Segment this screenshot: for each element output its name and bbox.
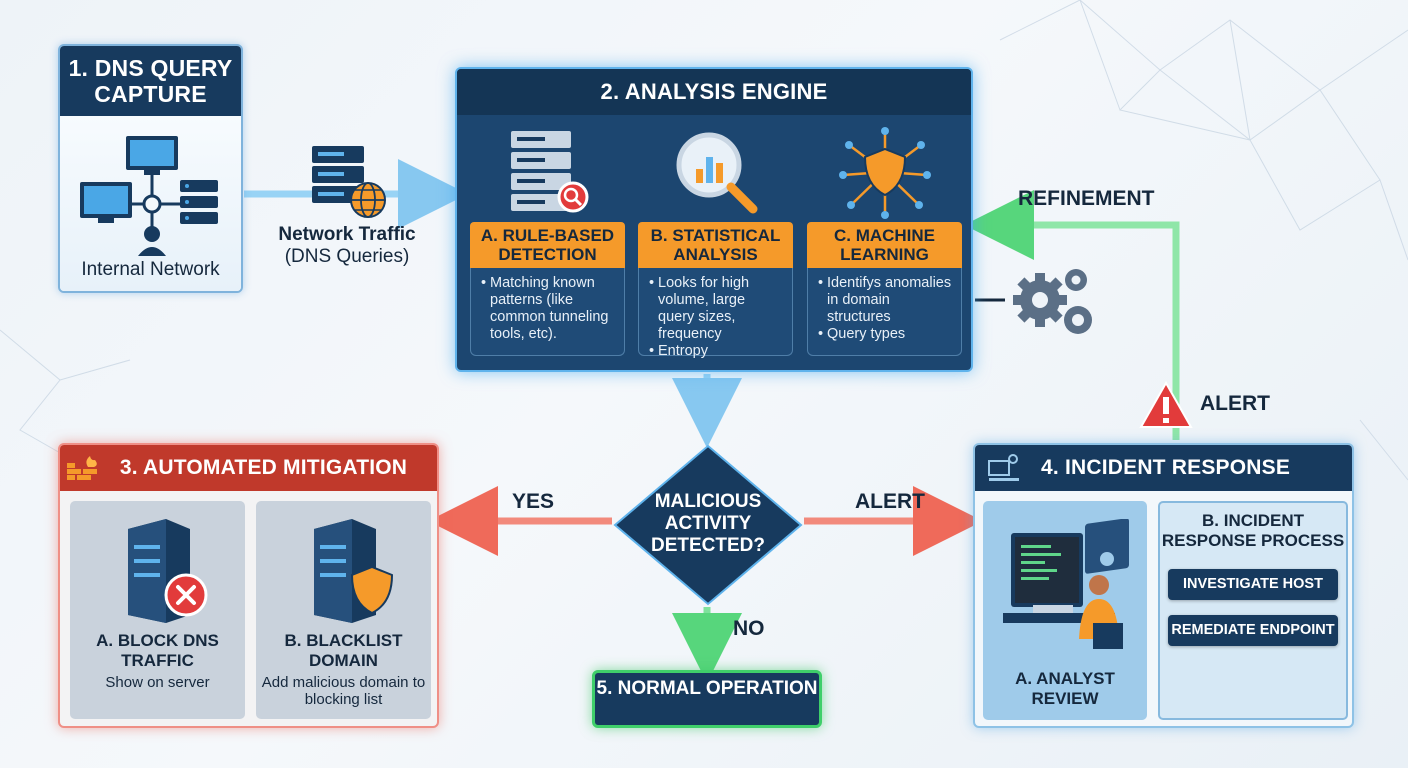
decision-alert-label: ALERT xyxy=(855,490,925,513)
automated-mitigation-panel: 3. AUTOMATED MITIGATION A. BLOCK DNS TRA… xyxy=(58,443,439,728)
analyst-review-card: A. ANALYST REVIEW xyxy=(983,501,1147,720)
method-bullet: Entropy xyxy=(649,343,784,360)
method-title: B. STATISTICAL ANALYSIS xyxy=(638,222,793,268)
internal-network-icon xyxy=(80,136,218,256)
action-description: Show on server xyxy=(105,674,210,691)
server-shield-icon xyxy=(314,519,394,623)
method-bullet: Matching known patterns (like common tun… xyxy=(481,275,616,343)
normal-operation-box: 5. NORMAL OPERATION xyxy=(592,670,822,728)
internal-network-label: Internal Network xyxy=(81,259,220,280)
network-traffic-title: Network Traffic xyxy=(278,224,416,245)
network-traffic-label: Network Traffic (DNS Queries) xyxy=(262,224,432,268)
feedback-alert-label: ALERT xyxy=(1200,392,1270,415)
decision-question: MALICIOUS ACTIVITY DETECTED? xyxy=(651,491,765,556)
panel-title-text: 4. INCIDENT RESPONSE xyxy=(1041,456,1291,479)
analyst-desk-icon xyxy=(988,454,1019,481)
dns-query-capture-panel: 1. DNS QUERY CAPTURE Inte xyxy=(58,44,243,293)
analyst-review-title: A. ANALYST REVIEW xyxy=(1015,669,1115,708)
panel-title: 3. AUTOMATED MITIGATION xyxy=(60,445,437,491)
statistics-magnifier-icon xyxy=(676,132,758,214)
panel-title: 4. INCIDENT RESPONSE xyxy=(975,445,1352,491)
warning-icon xyxy=(1139,380,1193,428)
decision-diamond xyxy=(613,444,803,606)
firewall-icon xyxy=(67,456,97,480)
blacklist-domain-card: B. BLACKLIST DOMAIN Add malicious domain… xyxy=(256,501,431,719)
incident-response-process-card: B. INCIDENT RESPONSE PROCESS INVESTIGATE… xyxy=(1158,501,1348,720)
statistical-analysis-card: B. STATISTICAL ANALYSIS Looks for high v… xyxy=(638,222,793,360)
panel-title: 2. ANALYSIS ENGINE xyxy=(457,69,971,115)
gears-icon xyxy=(1013,269,1092,334)
panel-title-text: 3. AUTOMATED MITIGATION xyxy=(119,456,408,479)
yes-label: YES xyxy=(512,490,555,513)
analysis-engine-panel: 2. ANALYSIS ENGINE A. RULE-BASED DETECTI… xyxy=(455,67,973,372)
method-title: C. MACHINE LEARNING xyxy=(807,222,962,268)
server-globe-icon xyxy=(312,146,386,218)
action-description: Add malicious domain to blocking list xyxy=(261,674,426,708)
process-title: B. INCIDENT RESPONSE PROCESS xyxy=(1161,511,1345,550)
ml-shield-network-icon xyxy=(839,127,931,219)
arrow-refinement xyxy=(964,190,1180,440)
investigate-host-button[interactable]: INVESTIGATE HOST xyxy=(1168,569,1338,600)
refinement-label: REFINEMENT xyxy=(1018,187,1155,210)
incident-response-panel: 4. INCIDENT RESPONSE A. ANALYST REVIEW B… xyxy=(973,443,1354,728)
block-dns-traffic-card: A. BLOCK DNS TRAFFIC Show on server xyxy=(70,501,245,719)
action-title: B. BLACKLIST DOMAIN xyxy=(284,631,403,670)
method-bullet: Identifys anomalies in domain structures xyxy=(818,275,953,326)
method-bullet: Query types xyxy=(818,326,953,343)
machine-learning-card: C. MACHINE LEARNING Identifys anomalies … xyxy=(807,222,962,356)
remediate-endpoint-button[interactable]: REMEDIATE ENDPOINT xyxy=(1168,615,1338,646)
network-traffic-subtitle: (DNS Queries) xyxy=(284,246,410,267)
method-bullet: Looks for high volume, large query sizes… xyxy=(649,275,784,343)
server-blocked-icon xyxy=(128,519,208,623)
rule-server-search-icon xyxy=(511,131,589,213)
no-label: NO xyxy=(733,617,765,640)
action-title: A. BLOCK DNS TRAFFIC xyxy=(96,631,219,670)
analyst-workstation-icon xyxy=(1003,519,1129,649)
rule-based-detection-card: A. RULE-BASED DETECTION Matching known p… xyxy=(470,222,625,356)
panel-title: 1. DNS QUERY CAPTURE xyxy=(60,46,241,116)
method-title: A. RULE-BASED DETECTION xyxy=(470,222,625,268)
